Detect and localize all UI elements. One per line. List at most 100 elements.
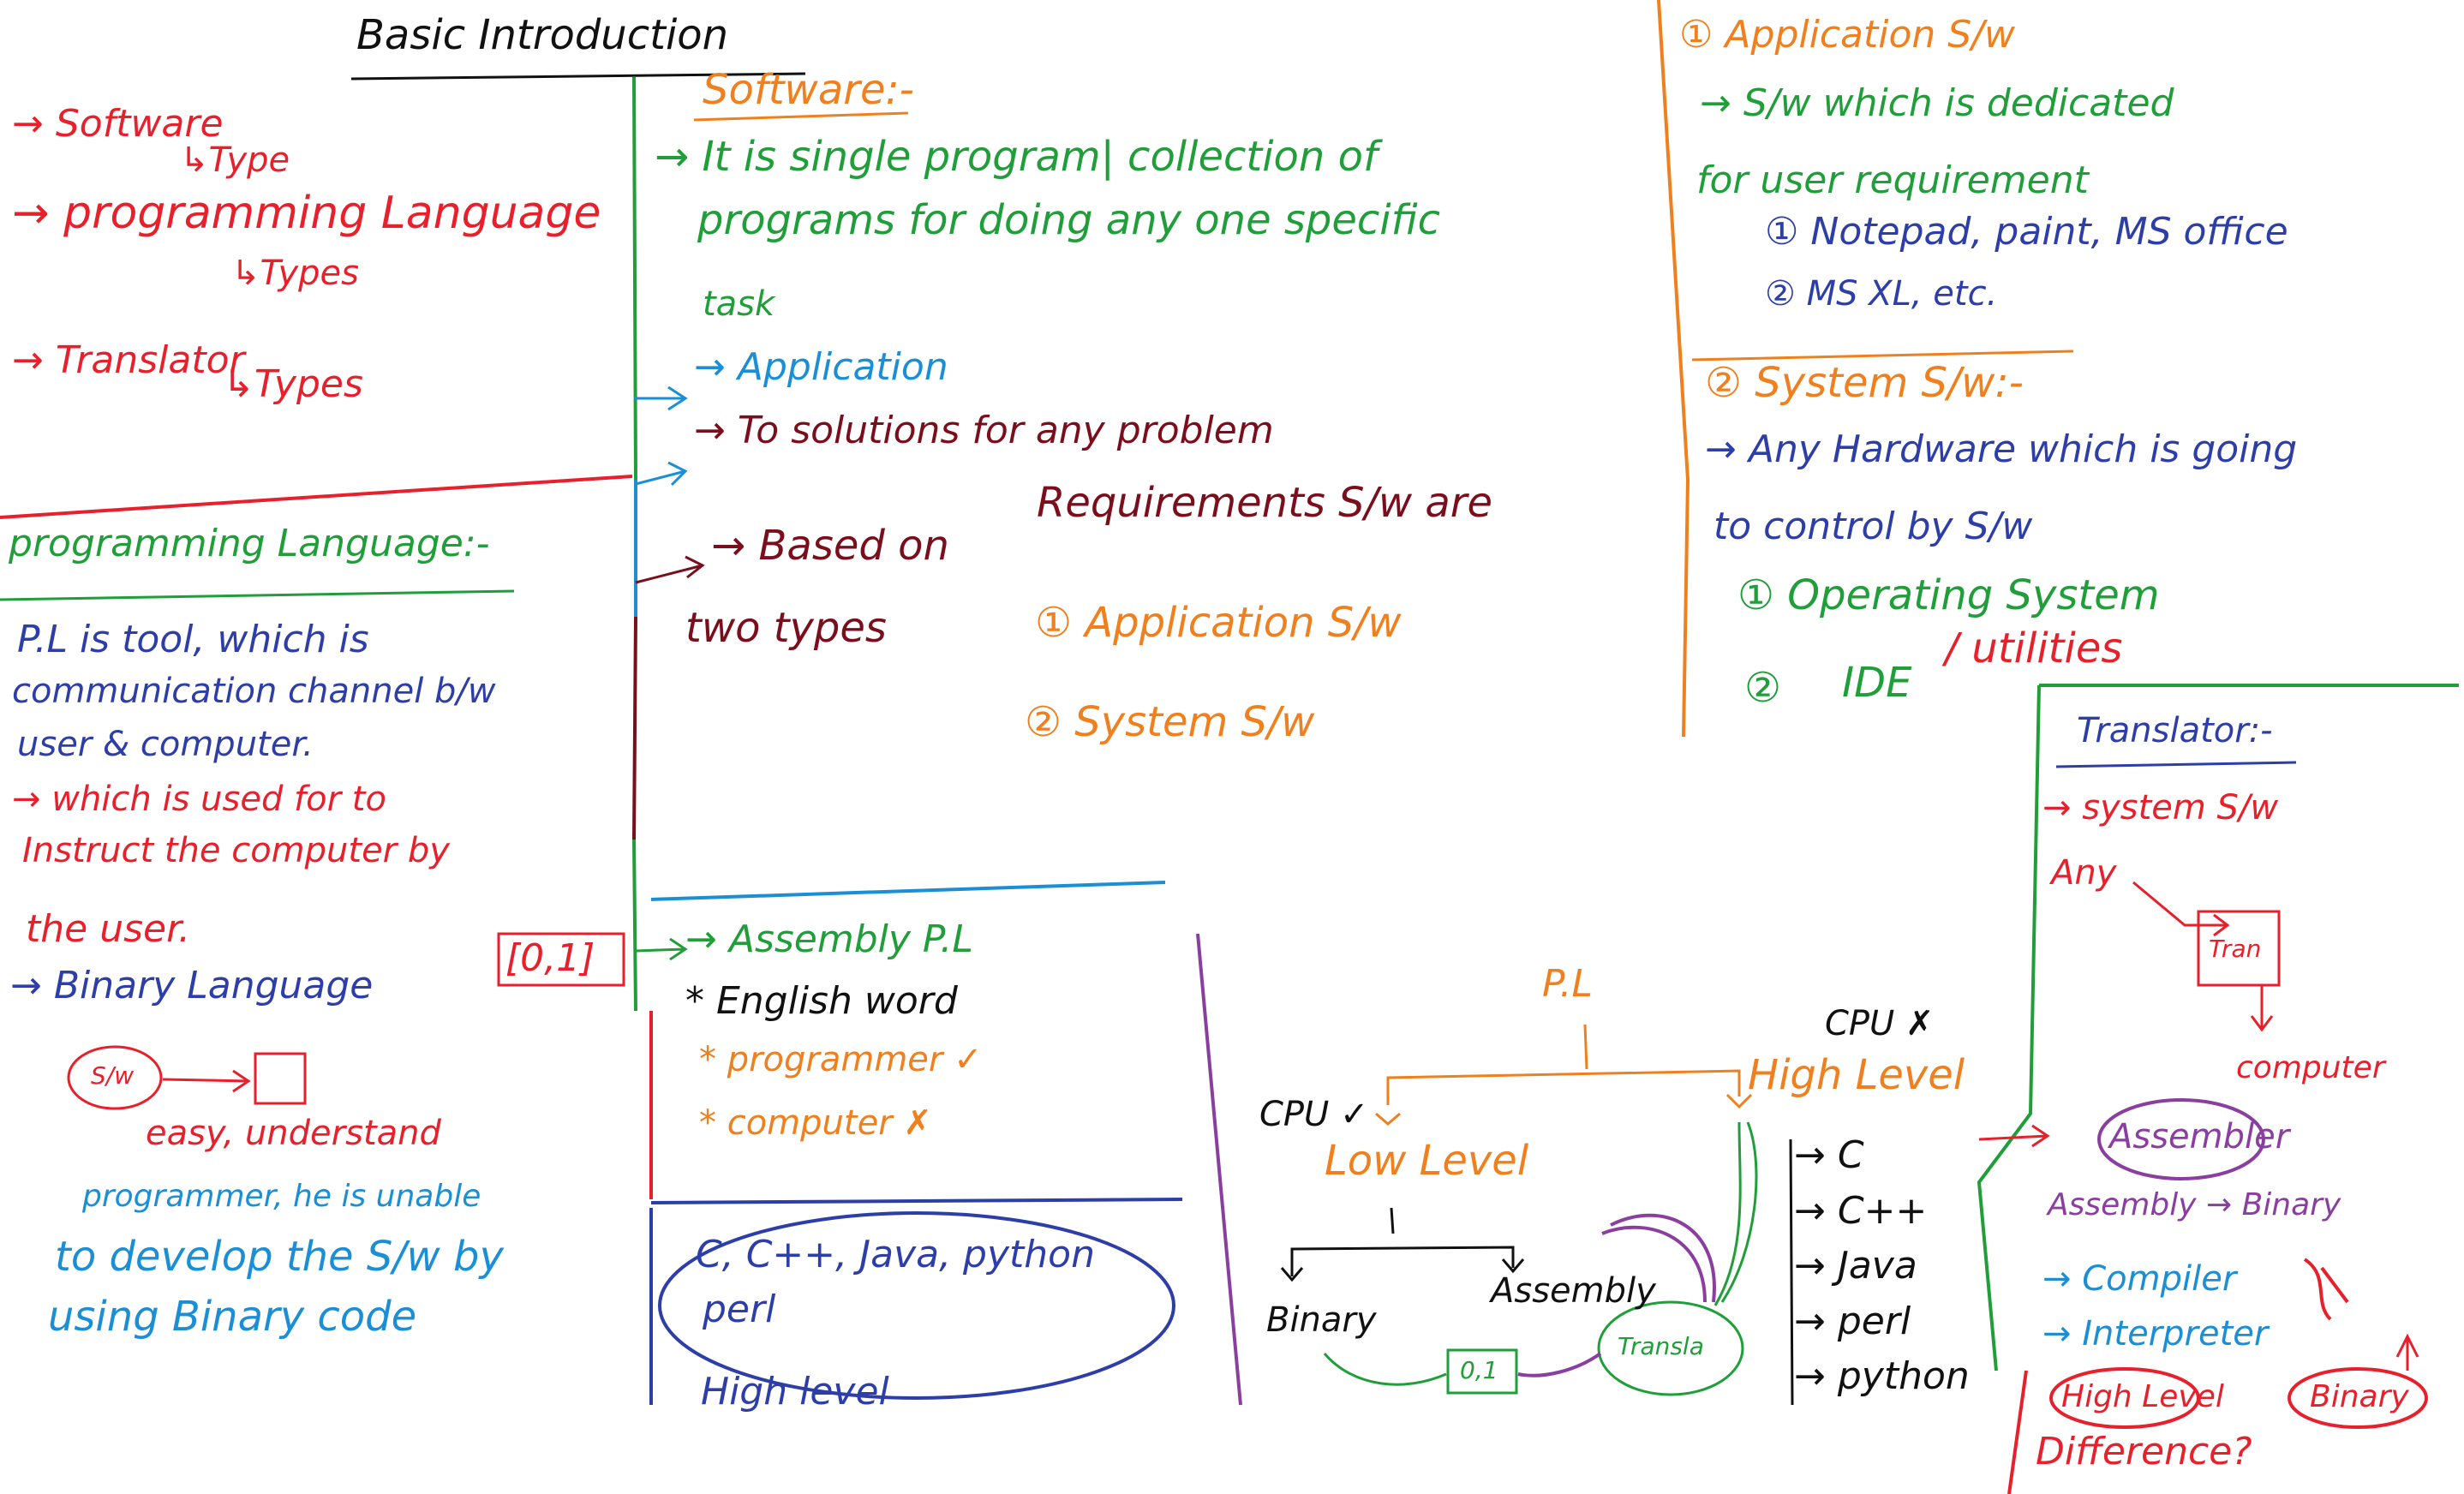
high-level-language-list: → C → C++ → Java → perl → python: [1794, 1133, 1970, 1399]
arrow-sw-to-box: [162, 1069, 251, 1093]
software-two-types: two types: [685, 604, 887, 652]
sys-sw-item-os: ① Operating System: [1737, 571, 2160, 619]
software-solutions: → To solutions for any problem: [694, 409, 1274, 452]
computer-box-outline: [254, 1052, 307, 1105]
divider-main-maroon: [632, 616, 637, 840]
software-def-line-3: task: [703, 284, 775, 324]
translator-bubble-outline: [1597, 1300, 1744, 1396]
diagram-binary: Binary: [1266, 1300, 1377, 1340]
tree-pl-stem: [1583, 1024, 1588, 1070]
separator-overview: [0, 475, 633, 519]
software-type-application: ① Application S/w: [1035, 599, 1402, 647]
separator-assembly-bottom: [650, 1198, 1183, 1204]
pl-binary-box: [0,1]: [505, 936, 595, 980]
translator-any: Any: [2051, 853, 2117, 893]
divider-main-green-bottom: [632, 839, 637, 1012]
arrow-any-to-tran: [2132, 881, 2230, 937]
pl-programmer-line-3: using Binary code: [48, 1293, 417, 1341]
sys-sw-item-utilities: / utilities: [1945, 624, 2123, 672]
assembler-ellipse: [2097, 1098, 2265, 1180]
diagram-assembly: Assembly: [1491, 1271, 1656, 1311]
diagram-translator-bubble: Transla: [1618, 1332, 1704, 1360]
assembly-item-english: * English word: [685, 979, 958, 1023]
translator-interpreter: → Interpreter: [2042, 1314, 2269, 1354]
tree-low-stem: [1390, 1207, 1395, 1234]
assembly-item-programmer: * programmer ✓: [699, 1040, 983, 1079]
app-sw-example-1: ① Notepad, paint, MS office: [1765, 210, 2288, 254]
app-sw-heading: ① Application S/w: [1679, 13, 2016, 57]
divider-orange: [1657, 0, 1690, 738]
pl-binary-language: → Binary Language: [10, 964, 374, 1007]
tree-high-list-stem: [1789, 1138, 1794, 1406]
arrow-application: [634, 385, 688, 411]
sw-bubble-label: S/w: [91, 1061, 135, 1090]
sys-sw-line-1: → Any Hardware which is going: [1705, 427, 2298, 471]
pl-def-line-2: communication channel b/w: [12, 672, 496, 711]
pl-easy-understand: easy, understand: [146, 1114, 441, 1153]
app-sw-example-2: ② MS XL, etc.: [1765, 274, 1998, 314]
translator-line-1: → system S/w: [2042, 788, 2279, 828]
binary-box-small: [1446, 1348, 1518, 1395]
tree-low-branch: [1290, 1246, 1515, 1276]
divider-translator-red: [2007, 1370, 2028, 1494]
translator-heading: Translator:-: [2077, 711, 2273, 750]
language-item-java: → Java: [1794, 1244, 1917, 1288]
pl-use-line-1: → which is used for to: [12, 780, 386, 819]
pl-heading: programming Language:-: [9, 522, 490, 565]
arrow-solutions: [635, 461, 688, 487]
diagram-binary-box: 0,1: [1460, 1356, 1498, 1384]
arrow-assembly: [635, 937, 688, 961]
divider-main-green-top: [632, 76, 637, 481]
arrow-binary-to-box: [1323, 1353, 1447, 1386]
software-def-line-2: programs for doing any one specific: [697, 196, 1440, 244]
diagram-cpu-cross: CPU ✗: [1825, 1004, 1935, 1043]
sys-sw-item-2-num: ②: [1744, 664, 1782, 712]
software-based-on: → Based on: [711, 522, 949, 570]
translator-high-level: High Level: [2061, 1379, 2224, 1414]
diagram-low-level: Low Level: [1325, 1137, 1529, 1185]
pl-programmer-line-1: programmer, he is unable: [82, 1179, 481, 1214]
assembly-item-computer: * computer ✗: [699, 1103, 932, 1143]
arrows-assembly-to-translator: [1601, 1213, 1716, 1303]
arrow-tran-to-computer: [2250, 985, 2274, 1032]
pl-use-line-2: Instruct the computer by: [22, 831, 450, 870]
software-requirements: Requirements S/w are: [1037, 479, 1493, 527]
language-item-python: → python: [1794, 1354, 1970, 1399]
language-item-cpp: → C++: [1794, 1188, 1928, 1233]
assembly-heading: → Assembly P.L: [685, 917, 973, 961]
divider-translator: [1977, 684, 2459, 1371]
brace-compiler: [2303, 1258, 2349, 1321]
translator-assembler: Assembler: [2109, 1117, 2290, 1156]
pl-def-line-3: user & computer.: [17, 725, 314, 764]
software-application: → Application: [694, 345, 948, 389]
translator-difference: Difference?: [2036, 1430, 2252, 1473]
high-level-ellipse: [658, 1211, 1175, 1400]
high-list-line-2: perl: [703, 1288, 776, 1331]
sys-sw-line-2: to control by S/w: [1713, 505, 2033, 548]
arrow-translator-up: [2395, 1333, 2419, 1371]
high-list-line-1: C, C++, Java, python: [696, 1233, 1095, 1276]
heading-underline-software: [693, 111, 909, 122]
sw-bubble-outline: [67, 1045, 163, 1110]
sys-sw-item-ide: IDE: [1842, 659, 1912, 707]
translator-assembly-to-binary: Assembly → Binary: [2048, 1187, 2341, 1222]
software-heading: Software:-: [703, 66, 914, 114]
software-type-system: ② System S/w: [1025, 698, 1315, 746]
separator-app-sys: [1691, 350, 2074, 362]
page-title: Basic Introduction: [356, 11, 729, 59]
overview-software: → Software: [12, 102, 224, 146]
language-item-c: → C: [1794, 1133, 1864, 1177]
separator-assembly: [650, 881, 1166, 901]
language-item-perl: → perl: [1794, 1299, 1911, 1343]
tree-pl-branch: [1386, 1069, 1741, 1105]
overview-translator-sub: ↳Types: [223, 362, 363, 406]
sys-sw-heading: ② System S/w:-: [1705, 359, 2024, 407]
diagram-high-level: High Level: [1748, 1051, 1965, 1099]
high-level-ellipse-right: [2049, 1367, 2200, 1429]
tree-low-arrows: [1280, 1258, 1525, 1282]
separator-pl-heading: [0, 589, 515, 601]
translator-compiler: → Compiler: [2042, 1259, 2237, 1299]
overview-pl-sub: ↳Types: [231, 254, 359, 293]
diagram-cpu-check: CPU ✓: [1259, 1095, 1369, 1134]
